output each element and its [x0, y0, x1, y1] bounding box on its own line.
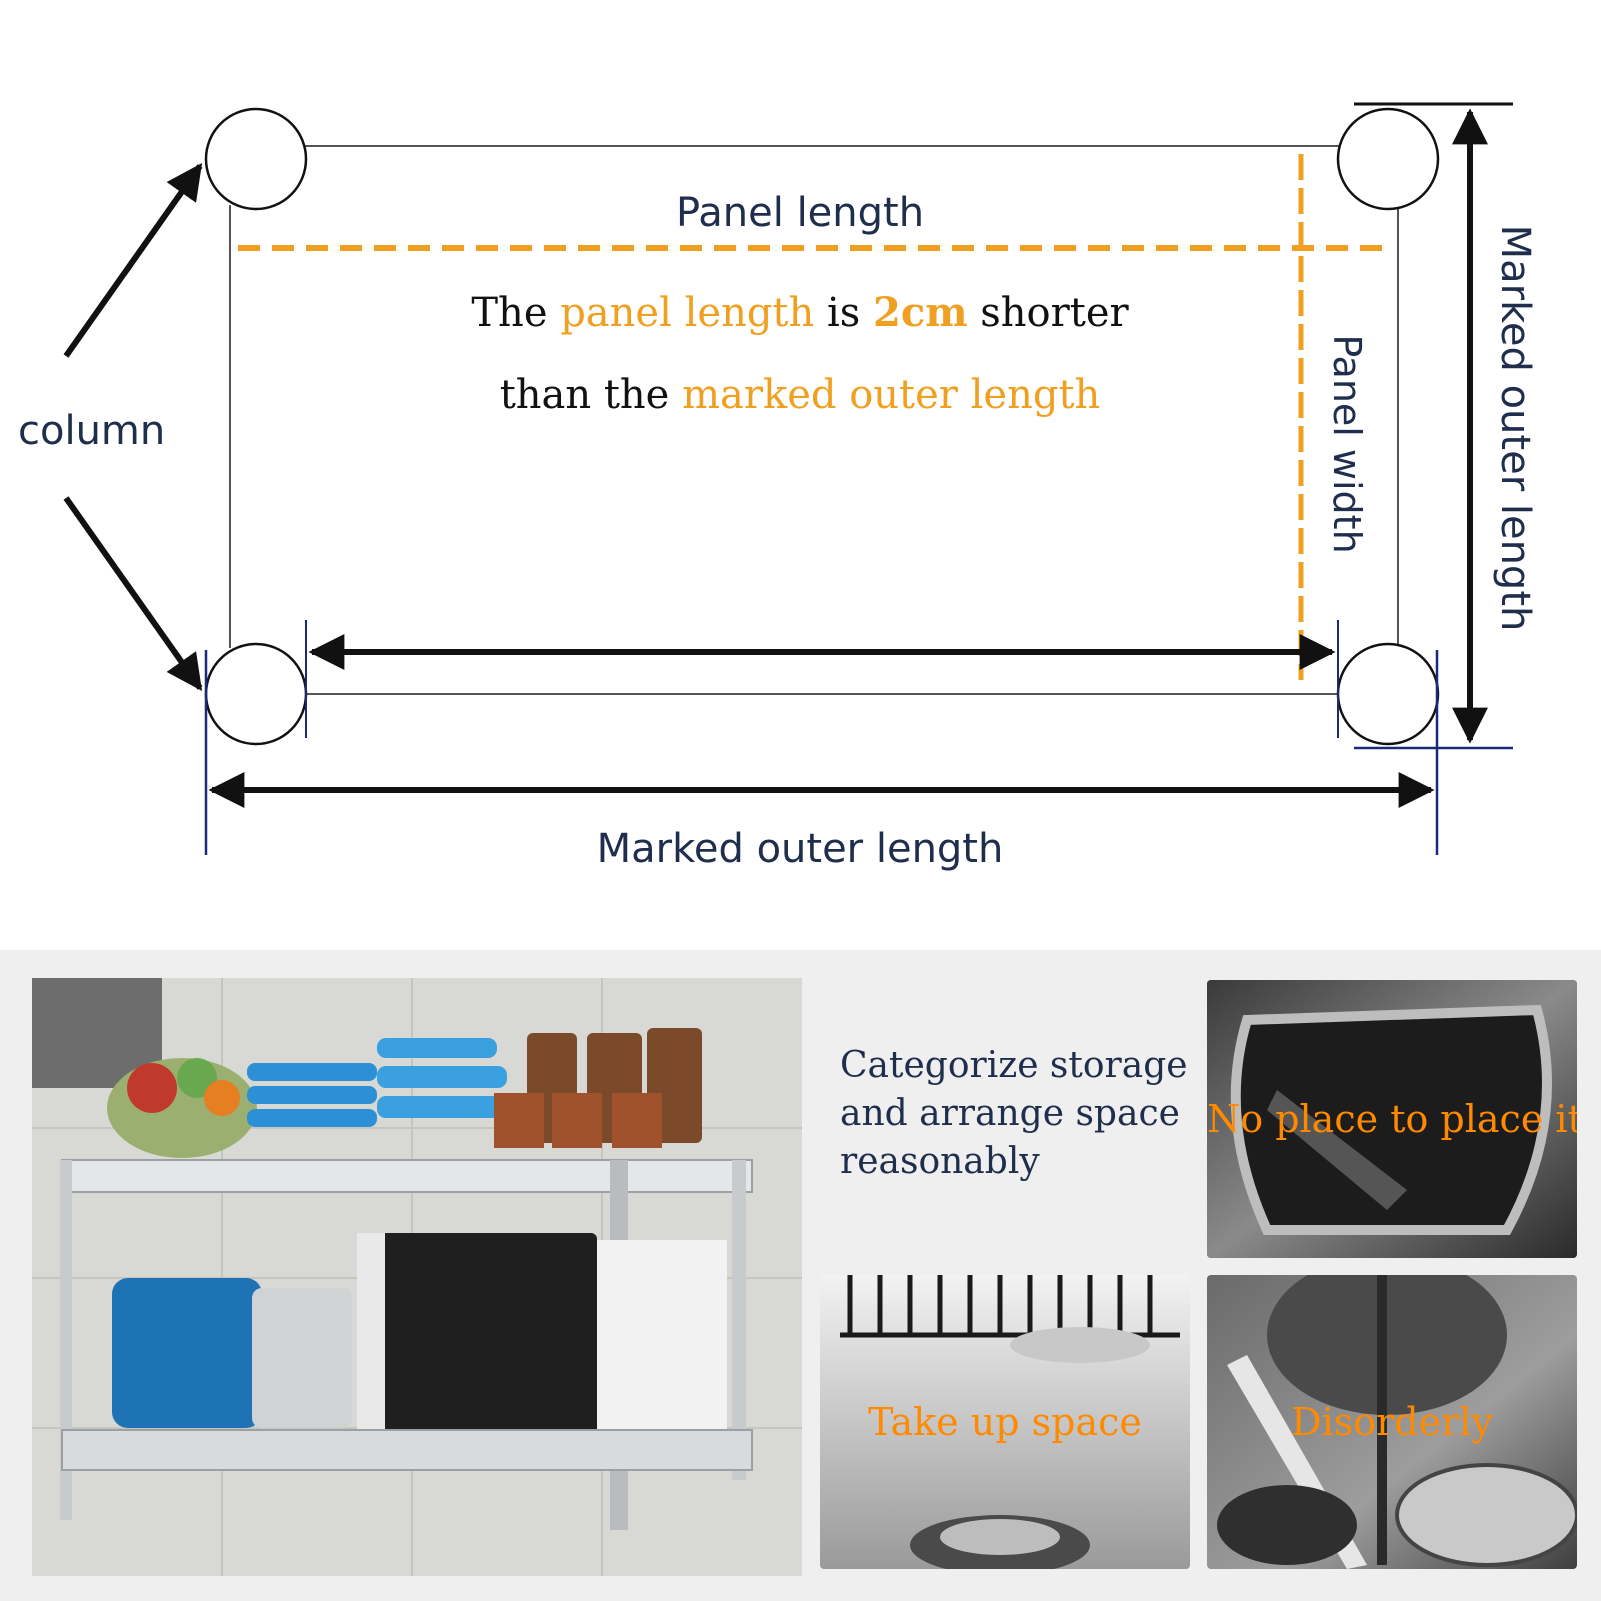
- column-label: column: [18, 408, 165, 454]
- problem-photo-dish-rack: Take up space: [820, 1275, 1190, 1569]
- marked-outer-length-vertical-label: Marked outer length: [1492, 225, 1538, 632]
- column-bottom-right: [1336, 642, 1440, 746]
- shelf-frame-outline: [229, 145, 1399, 695]
- marked-outer-length-horizontal-label: Marked outer length: [597, 826, 1004, 872]
- problem-photo-sink: No place to place it: [1207, 980, 1577, 1258]
- product-photo-wall-shelf: [32, 978, 802, 1576]
- note-line-2: than the marked outer length: [500, 372, 1101, 418]
- column-top-right: [1336, 107, 1440, 211]
- column-arrow-down: [63, 496, 203, 691]
- problem-caption-take-up-space: Take up space: [868, 1400, 1142, 1444]
- problem-caption-disorderly: Disorderly: [1291, 1400, 1493, 1444]
- panel-length-label: Panel length: [676, 190, 924, 236]
- column-circles: [204, 107, 1440, 746]
- dimension-diagram: column Panel length Panel width Marked o…: [18, 102, 1538, 872]
- panel-width-label: Panel width: [1325, 334, 1369, 553]
- column-bottom-left: [204, 642, 308, 746]
- note-line-1: The panel length is 2cm shorter: [471, 289, 1129, 336]
- feature-tagline: Categorize storage and arrange space rea…: [840, 1045, 1188, 1182]
- problem-photo-messy-pots: Disorderly: [1207, 1275, 1577, 1569]
- column-arrow-up: [63, 163, 203, 358]
- problem-caption-no-place: No place to place it: [1207, 1097, 1577, 1141]
- column-top-left: [204, 107, 308, 211]
